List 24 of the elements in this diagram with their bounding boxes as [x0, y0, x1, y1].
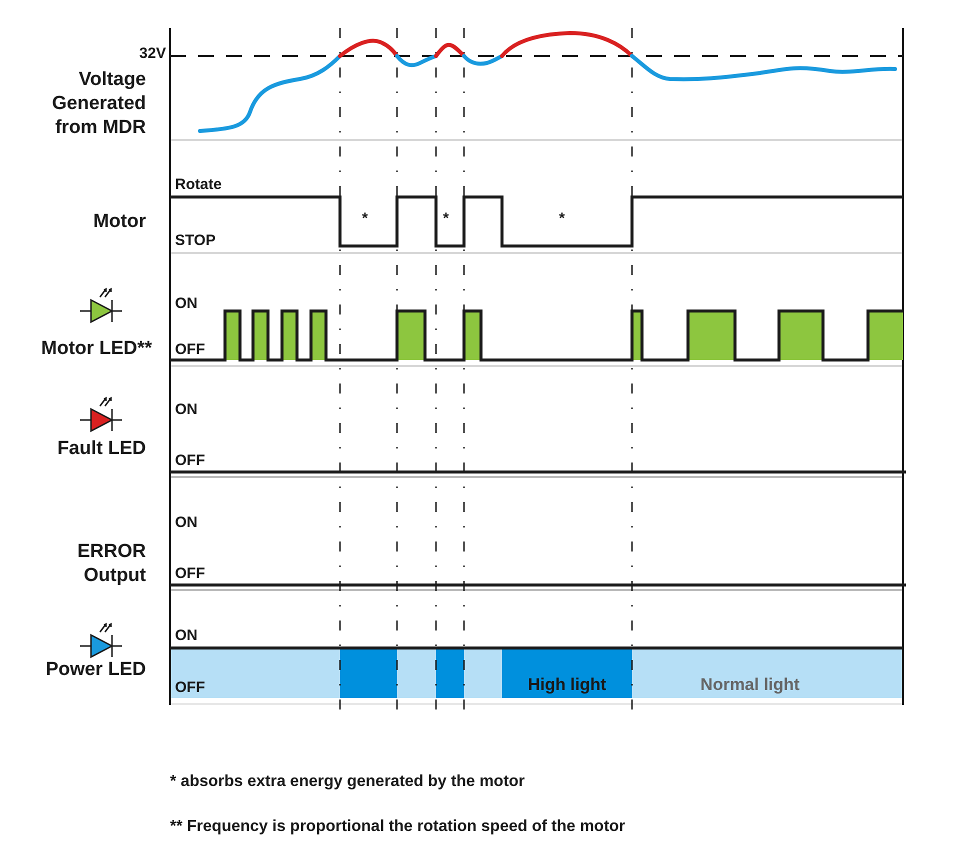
state-label: OFF: [175, 679, 205, 696]
state-label: ON: [175, 627, 198, 644]
band-label: Normal light: [700, 674, 800, 696]
state-label: ON: [175, 514, 198, 531]
footnote-mark: *: [362, 210, 368, 227]
band-label: High light: [528, 674, 606, 696]
state-label: ON: [175, 401, 198, 418]
signal-name: Motor: [93, 210, 146, 234]
voltage-level-label: 32V: [139, 45, 166, 62]
state-label: OFF: [175, 341, 205, 358]
signal-name: Power LED: [46, 658, 146, 682]
signal-name: Voltage Generated from MDR: [51, 68, 146, 140]
state-label: STOP: [175, 232, 216, 249]
footnote: * absorbs extra energy generated by the motor: [170, 773, 525, 791]
footnote-mark: *: [559, 210, 565, 227]
state-label: OFF: [175, 565, 205, 582]
state-label: ON: [175, 295, 198, 312]
state-label: Rotate: [175, 176, 222, 193]
footnote: ** Frequency is proportional the rotation speed of the motor: [170, 818, 626, 836]
signal-name: Motor LED**: [41, 337, 152, 361]
state-label: OFF: [175, 452, 205, 469]
footnote-mark: *: [443, 210, 449, 227]
signal-name: Fault LED: [57, 437, 146, 461]
signal-name: ERROR Output: [76, 540, 146, 588]
